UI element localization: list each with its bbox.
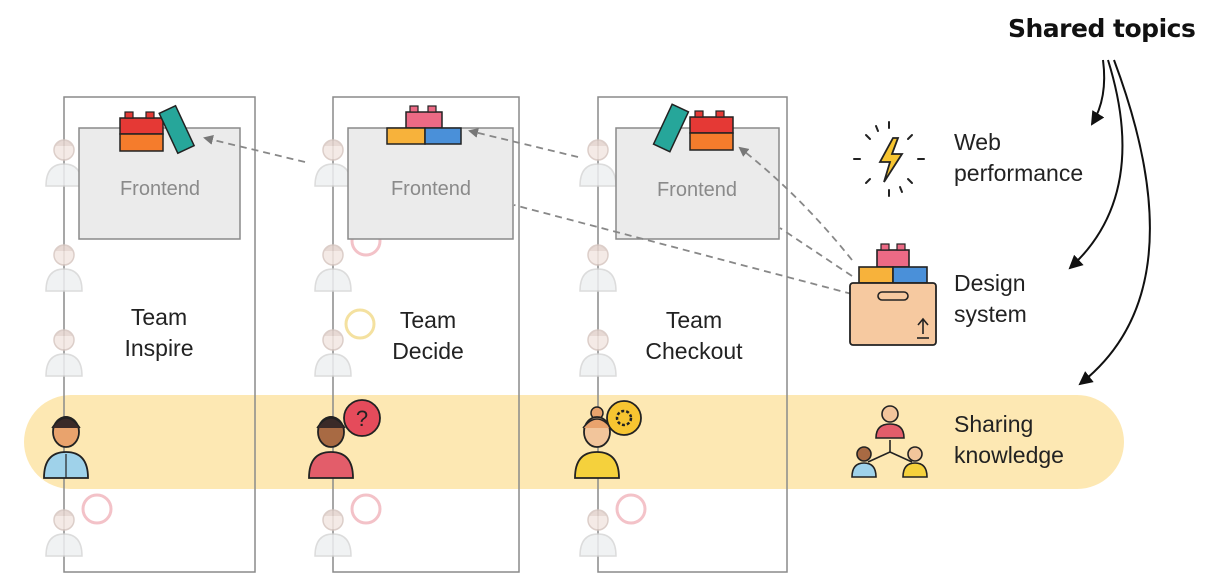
sharing-knowledge-band bbox=[24, 395, 1124, 489]
lego-blocks-checkout-icon bbox=[652, 103, 734, 153]
team-inspire-line2: Inspire bbox=[124, 335, 194, 361]
team-decide-label: Team Decide bbox=[353, 305, 503, 367]
topic-design-system-line2: system bbox=[954, 301, 1027, 327]
lego-blocks-decide-icon bbox=[386, 105, 462, 145]
frontend-label-checkout: Frontend bbox=[656, 179, 738, 201]
frontend-label-inspire: Frontend bbox=[119, 178, 201, 200]
member-decide-avatar: ? bbox=[308, 399, 381, 479]
topic-sharing-knowledge-line1: Sharing bbox=[954, 411, 1034, 437]
topic-sharing-knowledge-line2: knowledge bbox=[954, 442, 1064, 468]
member-inspire-avatar bbox=[43, 416, 89, 479]
shared-topics-title: Shared topics bbox=[1008, 14, 1196, 43]
svg-text:?: ? bbox=[356, 406, 368, 431]
gear-icon bbox=[344, 308, 376, 340]
arrow-to-sharing-knowledge bbox=[1078, 59, 1151, 386]
member-checkout-avatar bbox=[574, 400, 642, 479]
topic-design-system: Design system bbox=[954, 268, 1027, 330]
topic-design-system-line1: Design bbox=[954, 270, 1026, 296]
topic-web-performance: Web performance bbox=[954, 127, 1083, 189]
topic-web-performance-line1: Web bbox=[954, 129, 1001, 155]
team-checkout-line1: Team bbox=[665, 307, 723, 333]
target-icon bbox=[350, 493, 382, 525]
design-system-box-icon bbox=[849, 243, 937, 346]
team-checkout-line2: Checkout bbox=[645, 338, 743, 364]
ghost-members-inspire bbox=[45, 139, 113, 557]
topic-sharing-knowledge: Sharing knowledge bbox=[954, 409, 1064, 471]
question-icon bbox=[343, 399, 381, 437]
target-icon bbox=[81, 493, 113, 525]
topic-web-performance-line2: performance bbox=[954, 160, 1084, 186]
arrow-to-web-performance bbox=[1090, 59, 1106, 126]
frontend-box-decide bbox=[347, 127, 514, 240]
frontend-box-checkout bbox=[615, 127, 780, 240]
gear-icon bbox=[606, 400, 642, 436]
dashed-connectors bbox=[203, 128, 853, 295]
shared-topics-arrows bbox=[1068, 59, 1151, 386]
connector-designsystem-to-checkout bbox=[738, 146, 853, 261]
team-decide-line1: Team bbox=[399, 307, 457, 333]
team-inspire-label: Team Inspire bbox=[84, 302, 234, 364]
ghost-members-checkout bbox=[579, 139, 647, 557]
connector-checkout-to-decide bbox=[468, 128, 579, 158]
lego-blocks-inspire-icon bbox=[119, 104, 196, 155]
connector-decide-to-inspire bbox=[203, 135, 306, 163]
frontend-label-decide: Frontend bbox=[390, 178, 472, 200]
team-decide-line2: Decide bbox=[392, 338, 464, 364]
connector-designsystem-to-frontend bbox=[779, 227, 853, 277]
team-checkout-label: Team Checkout bbox=[619, 305, 769, 367]
arrow-to-design-system bbox=[1068, 59, 1124, 270]
target-icon bbox=[615, 493, 647, 525]
lightning-icon bbox=[853, 121, 925, 197]
connector-designsystem-to-decide bbox=[513, 204, 853, 295]
knowledge-network-icon bbox=[851, 405, 928, 478]
team-inspire-line1: Team bbox=[130, 304, 188, 330]
